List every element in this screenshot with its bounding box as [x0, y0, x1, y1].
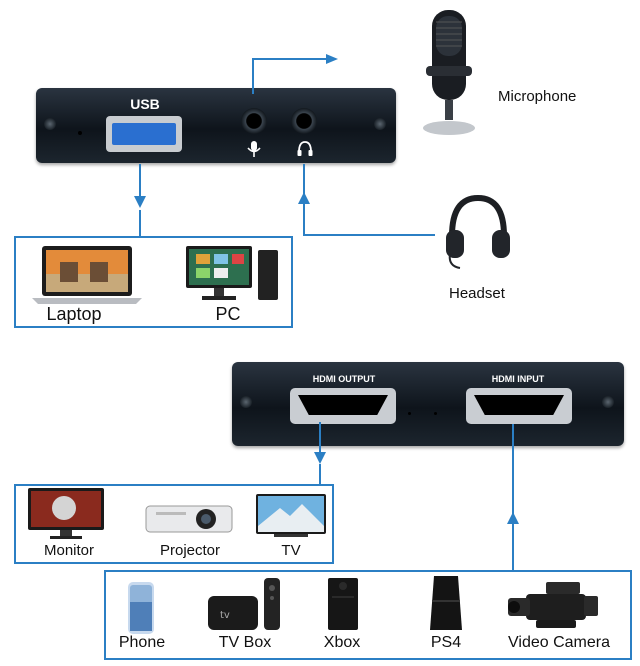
tv-label: TV [281, 542, 301, 559]
screw [44, 118, 56, 130]
video-camera-icon [508, 582, 598, 628]
ps4-label: PS4 [430, 634, 462, 651]
phone-icon [128, 582, 154, 634]
led-hole [78, 131, 82, 135]
tv-box-label: TV Box [218, 634, 272, 651]
laptop-icon [32, 246, 142, 304]
microphone-icon [247, 141, 261, 157]
video-camera-label: Video Camera [508, 634, 610, 651]
tv-icon [256, 494, 326, 537]
display-output-devices-panel: Monitor Projector TV [14, 484, 334, 564]
monitor-label: Monitor [43, 542, 95, 559]
usb-label: USB [130, 96, 160, 112]
usb-capture-device: USB [36, 88, 396, 163]
arrow-down-icon [314, 452, 326, 464]
ps4-icon [430, 576, 462, 630]
projector-label: Projector [159, 542, 221, 559]
xbox-label: Xbox [323, 634, 361, 651]
hdmi-input-port [466, 388, 572, 424]
screw [602, 396, 614, 408]
laptop-label: Laptop [46, 304, 102, 324]
arrow-right-icon [326, 54, 338, 64]
mic-jack [241, 108, 267, 134]
arrow-up-icon [507, 512, 519, 524]
arrow-down-icon [134, 196, 146, 208]
projector-icon [145, 505, 233, 533]
source-devices-panel: Phone tv TV Box Xbox PS4 Video Camera [104, 570, 632, 660]
usb-port [106, 116, 182, 152]
svg-text:tv: tv [220, 610, 230, 621]
microphone-picture [423, 10, 475, 135]
monitor-icon [28, 488, 104, 539]
pc-label: PC [215, 304, 241, 324]
usb-output-devices-panel: Laptop PC [14, 236, 293, 328]
xbox-icon [328, 578, 358, 630]
screw [374, 118, 386, 130]
hdmi-input-label: HDMI INPUT [491, 374, 545, 384]
tv-box-icon: tv [208, 578, 280, 630]
screw [240, 396, 252, 408]
headset-label: Headset [449, 285, 505, 302]
desktop-pc-icon [186, 246, 278, 300]
arrow-up-icon [298, 192, 310, 204]
microphone-label: Microphone [498, 88, 577, 105]
headphone-jack [291, 108, 317, 134]
phone-label: Phone [118, 634, 166, 651]
hdmi-capture-device: HDMI OUTPUT HDMI INPUT [232, 362, 624, 446]
headphone-icon [297, 141, 313, 156]
hdmi-output-label: HDMI OUTPUT [312, 374, 376, 384]
headset-picture [446, 194, 510, 269]
hdmi-output-port [290, 388, 396, 424]
